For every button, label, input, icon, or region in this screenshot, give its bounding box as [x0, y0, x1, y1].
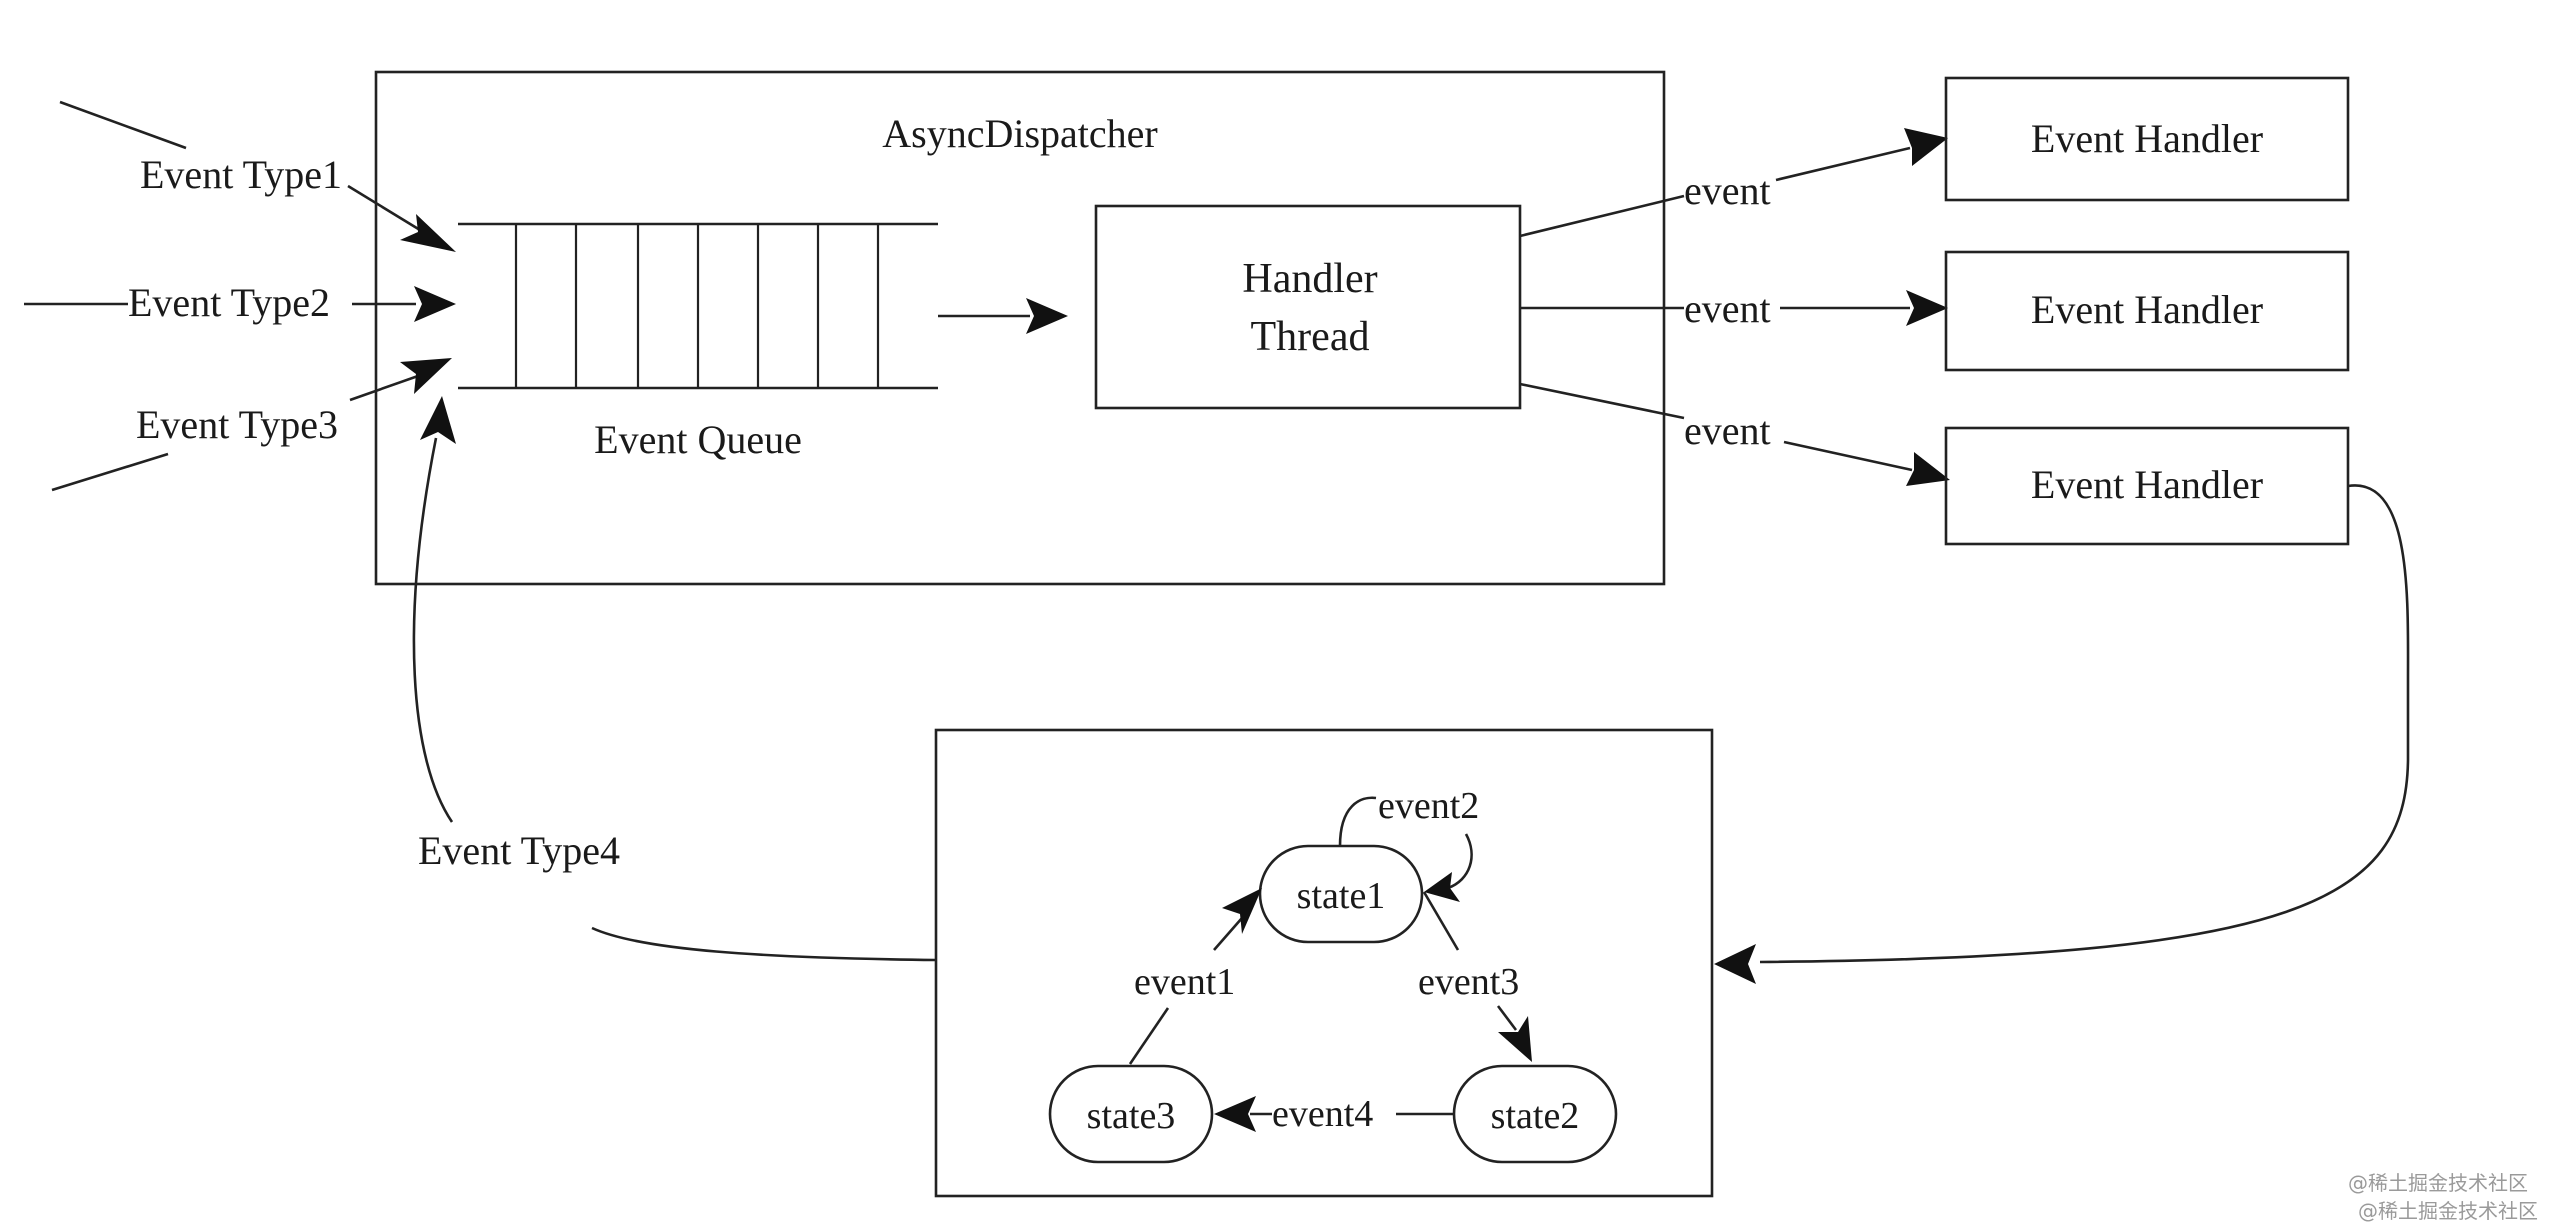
transition-event4 [1214, 1096, 1454, 1132]
event1-label: event1 [1134, 961, 1235, 1003]
event-type2-label: Event Type2 [128, 280, 330, 325]
transition-event2-self-loop [1338, 796, 1473, 902]
event-type4-feedback-arrowhead [420, 396, 456, 444]
edge-label-event-1: event [1684, 168, 1771, 213]
event-handler-box-2 [1944, 250, 2350, 372]
handler-thread-label-line1: Handler [1242, 256, 1377, 302]
handler-thread-box [1094, 204, 1522, 410]
transition-event3 [1422, 891, 1532, 1062]
input-event-type1 [59, 100, 456, 252]
transition-event1 [1128, 888, 1262, 1065]
event-queue-label: Event Queue [594, 417, 802, 462]
event3-label: event3 [1418, 961, 1519, 1003]
event-type3-label: Event Type3 [136, 402, 338, 447]
watermark-text-2: @稀土掘金技术社区 [2358, 1199, 2538, 1223]
state2-label: state2 [1491, 1095, 1580, 1137]
state-machine-box [934, 728, 1714, 1198]
event4-label: event4 [1272, 1093, 1373, 1135]
async-dispatcher-title: AsyncDispatcher [882, 111, 1157, 156]
state1-label: state1 [1297, 875, 1386, 917]
event-queue [458, 222, 938, 390]
queue-to-thread-arrowhead [1026, 298, 1068, 334]
state3-node [1048, 1064, 1214, 1164]
event2-label: event2 [1378, 785, 1479, 827]
event-type1-label: Event Type1 [140, 152, 342, 197]
edge-label-event-3: event [1684, 408, 1771, 453]
handler-thread-label-line2: Thread [1251, 314, 1370, 360]
event-handler-box-1 [1944, 76, 2350, 202]
event-type4-label: Event Type4 [418, 828, 620, 873]
event-handler-label-1: Event Handler [2031, 116, 2263, 161]
handler-to-state-machine-arrowhead [1714, 944, 1756, 984]
event-handler-label-3: Event Handler [2031, 462, 2263, 507]
thread-to-handler1-edge [1519, 128, 1948, 238]
event-type4-feedback-curve [412, 437, 937, 962]
async-dispatcher-box [374, 70, 1666, 586]
watermark-text: @稀土掘金技术社区 [2348, 1171, 2528, 1195]
thread-to-handler2-edge [1520, 290, 1948, 326]
state3-label: state3 [1087, 1095, 1176, 1137]
input-event-type2 [24, 286, 456, 322]
event-handler-label-2: Event Handler [2031, 287, 2263, 332]
thread-to-handler3-edge [1519, 382, 1950, 486]
edge-label-event-2: event [1684, 286, 1771, 331]
handler-to-state-machine-curve [1759, 484, 2410, 964]
input-event-type3 [51, 358, 452, 492]
